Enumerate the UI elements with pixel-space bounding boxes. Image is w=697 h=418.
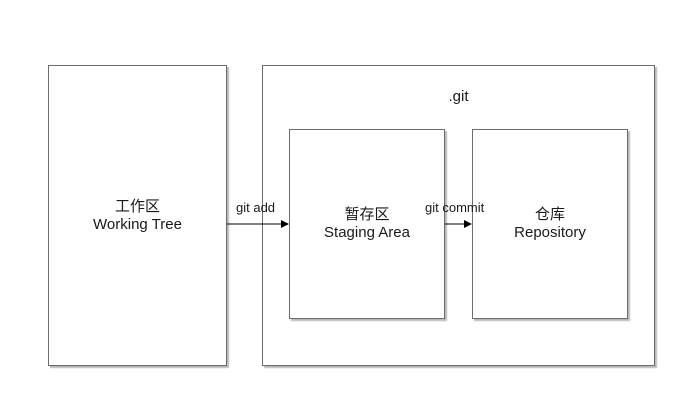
working-tree-label-en: Working Tree	[93, 215, 182, 233]
working-tree-box: 工作区 Working Tree	[48, 65, 227, 366]
staging-area-label-en: Staging Area	[324, 224, 410, 241]
repository-label-en: Repository	[514, 224, 586, 241]
git-commit-label: git commit	[425, 200, 485, 215]
staging-area-label: 暂存区 Staging Area	[290, 206, 444, 242]
repository-box: 仓库 Repository	[472, 129, 628, 319]
staging-area-label-cn: 暂存区	[344, 206, 390, 223]
git-directory-title: .git	[448, 88, 469, 105]
repository-label: 仓库 Repository	[473, 206, 627, 242]
working-tree-label-cn: 工作区	[114, 197, 160, 215]
working-tree-label: 工作区 Working Tree	[49, 198, 226, 234]
staging-area-box: 暂存区 Staging Area	[289, 129, 445, 319]
repository-label-cn: 仓库	[534, 206, 565, 223]
git-add-label: git add	[236, 200, 276, 215]
